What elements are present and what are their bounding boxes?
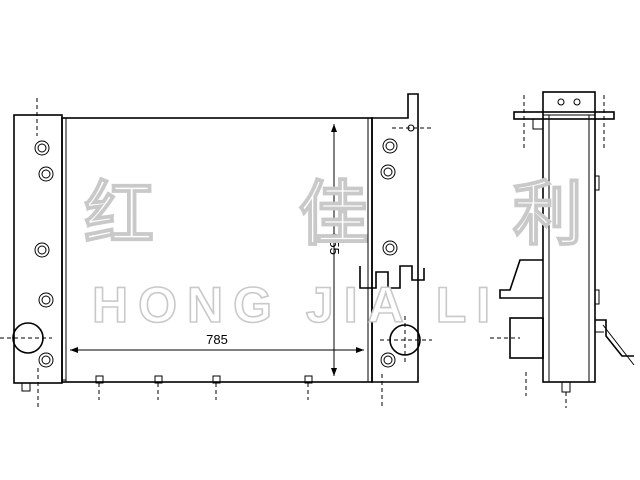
centerlines: [0, 98, 432, 410]
watermark-chinese: 红 佳 利: [84, 173, 640, 255]
height-dimension-label: 655: [327, 233, 342, 255]
lower-fitting: [509, 317, 544, 359]
inlet-fitting: [499, 259, 543, 299]
watermark-english: HONG JIA LI: [92, 277, 500, 333]
width-dimension-label: 785: [206, 332, 228, 347]
width-dimension: 785: [70, 332, 364, 353]
side-mount-clip: [359, 265, 425, 289]
side-view: [490, 91, 635, 408]
outlet-pipe: [595, 319, 634, 357]
right-side-bracket: [371, 93, 419, 383]
left-bracket-holes: [12, 140, 54, 368]
front-view: 785 655: [0, 93, 432, 410]
height-dimension: 655: [327, 124, 342, 376]
right-bracket-holes: [380, 138, 421, 368]
watermark: 红 佳 利 HONG JIA LI: [83, 172, 640, 334]
